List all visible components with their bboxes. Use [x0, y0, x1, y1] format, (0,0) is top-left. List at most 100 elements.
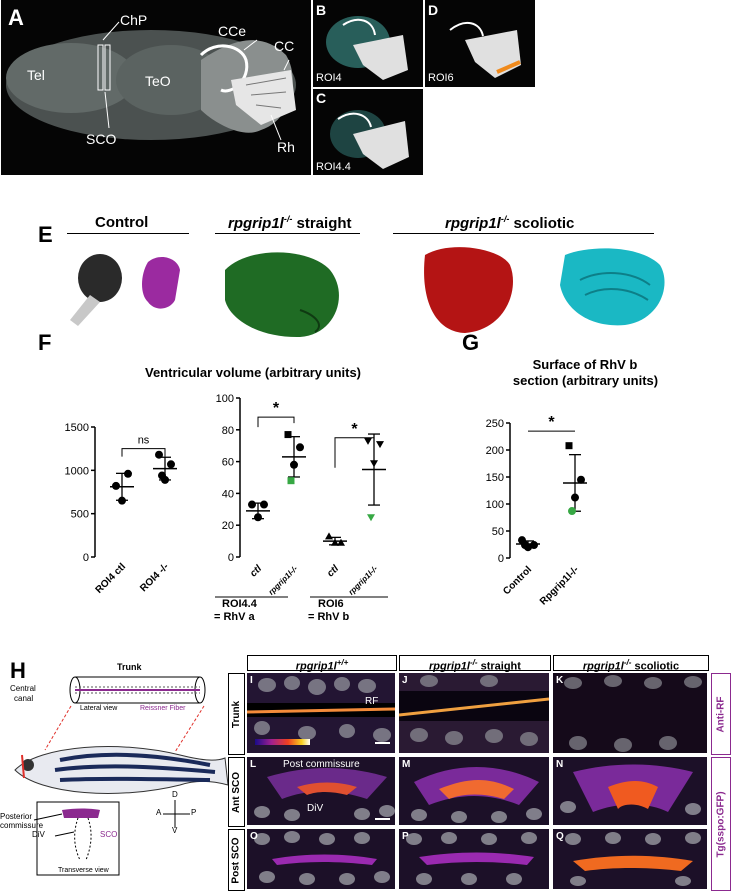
f2-g3-point — [370, 460, 378, 468]
letter-o: O — [250, 831, 258, 842]
axis-p: P — [191, 808, 197, 817]
f2-tick-label: 20 — [222, 520, 234, 532]
f1-g1-point — [155, 450, 163, 459]
g-star: * — [548, 414, 555, 431]
roi6-label: ROI6 — [428, 72, 454, 84]
micro-n — [553, 757, 707, 825]
e-straight-title: rpgrip1l-/- straight — [228, 214, 352, 232]
letter-i: I — [250, 675, 253, 686]
axis-v: V — [172, 826, 178, 835]
ventricle-3d-renders — [70, 247, 665, 338]
label-tel: Tel — [27, 67, 45, 83]
letter-k: K — [556, 675, 564, 686]
f2-tick-label: 80 — [222, 425, 234, 437]
g-g1-point — [568, 507, 576, 516]
zebrafish-schematic — [14, 676, 229, 876]
letter-m: M — [402, 759, 411, 770]
axis-a: A — [156, 808, 162, 817]
micro-k — [553, 673, 707, 753]
letter-n: N — [556, 759, 564, 770]
panel-h-letter: H — [10, 658, 26, 683]
g-g0-point — [530, 541, 538, 550]
f2-category-label: rpgrip1l-/- — [347, 564, 380, 597]
col-header-scoliotic: rpgrip1l-/- scoliotic — [553, 655, 709, 673]
g-title-2: section (arbitrary units) — [512, 373, 659, 388]
micro-q — [553, 829, 707, 889]
f2-g3-point — [364, 437, 372, 445]
h-posterior-2: commissure — [0, 821, 44, 830]
h-sco: SCO — [100, 830, 118, 839]
f2-g0-point — [260, 500, 268, 509]
roi44-label: ROI4.4 — [316, 161, 351, 173]
panel-e-letter: E — [38, 222, 53, 247]
f-group1-label: ROI4.4 — [222, 598, 257, 610]
label-rh: Rh — [277, 139, 295, 155]
g-category-label: Rpgrip1l-/- — [538, 564, 581, 607]
h-div: DiV — [32, 830, 45, 839]
f2-tick-label: 100 — [216, 393, 234, 405]
f2-g3-point — [367, 514, 375, 522]
g-tick-label: 150 — [486, 472, 504, 484]
label-post-commissure: Post commissure — [283, 759, 360, 770]
e-straight-rule — [215, 233, 360, 234]
f1-g0-point — [112, 481, 120, 490]
f2-g1-point — [290, 460, 298, 469]
f2-bracket-1 — [257, 416, 295, 428]
g-tick-label: 250 — [486, 418, 504, 430]
g-tick-label: 100 — [486, 499, 504, 511]
roi4-label: ROI4 — [316, 72, 342, 84]
h-trunk: Trunk — [117, 662, 142, 672]
f2-g0-point — [254, 513, 262, 522]
micro-i — [247, 673, 395, 753]
f2-category-label: ctl — [325, 563, 341, 579]
col-header-wt: rpgrip1l+/+ — [247, 655, 397, 673]
f-group1b-label: = RhV a — [214, 611, 255, 623]
h-central-1: Central — [10, 684, 36, 693]
col-header-straight: rpgrip1l-/- straight — [399, 655, 551, 673]
f2-category-label: ctl — [248, 563, 264, 579]
f1-tick-label: 1500 — [65, 422, 89, 434]
f1-ns-bracket — [121, 448, 166, 457]
panel-f-letter: F — [38, 330, 52, 355]
axis-d: D — [172, 790, 178, 799]
f2-g2-point — [325, 532, 333, 540]
e-scoliotic-title: rpgrip1l-/- scoliotic — [445, 214, 575, 232]
letter-p: P — [402, 831, 409, 842]
f2-star-1: * — [273, 400, 280, 417]
f1-tick-label: 500 — [71, 509, 89, 521]
f1-category-label: ROI4 ctl — [94, 561, 129, 596]
g-tick-label: 0 — [498, 553, 504, 565]
f2-g0-point — [248, 500, 256, 509]
h-posterior-1: Posterior — [0, 812, 33, 821]
g-g1-point — [565, 442, 573, 450]
f2-g2-point — [331, 538, 339, 546]
g-g0-point — [521, 541, 529, 550]
f1-tick-label: 1000 — [65, 465, 89, 477]
panel-a-letter: A — [8, 5, 24, 30]
h-reissner: Reissner Fiber — [140, 705, 186, 712]
letter-j: J — [402, 675, 408, 686]
g-tick-label: 50 — [492, 526, 504, 538]
f2-category-label: rpgrip1l-/- — [267, 564, 300, 597]
f2-g1-point — [287, 477, 295, 485]
label-cc: CC — [274, 38, 295, 54]
letter-l: L — [250, 759, 257, 770]
g-title-1: Surface of RhV b — [532, 357, 638, 372]
label-chp: ChP — [120, 12, 148, 28]
micro-o — [247, 829, 395, 889]
panel-d-image — [425, 0, 535, 87]
panel-c-letter: C — [316, 90, 327, 106]
f2-tick-label: 0 — [228, 552, 234, 564]
panel-a-image — [1, 0, 311, 175]
e-control-rule — [67, 233, 189, 234]
f1-g1-point — [167, 460, 175, 469]
e-control-title: Control — [95, 214, 149, 231]
e-scoliotic-rule — [393, 233, 654, 234]
row-label-trunk: Trunk — [228, 673, 245, 755]
f2-g3-point — [376, 441, 384, 449]
f1-g1-point — [158, 471, 166, 480]
f2-g1-point — [284, 431, 292, 439]
label-div-micro: DiV — [307, 803, 324, 814]
